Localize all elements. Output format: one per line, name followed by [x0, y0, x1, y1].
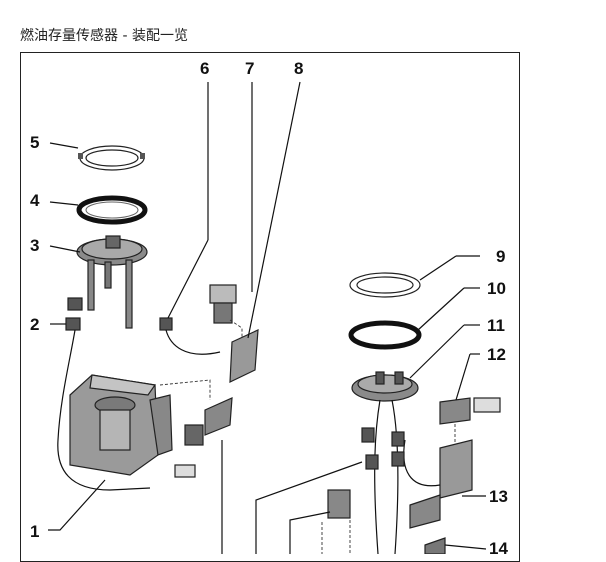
part-13-sensor-plate: [403, 439, 473, 529]
callout-11: 11: [487, 316, 505, 335]
callout-1: 1: [30, 522, 39, 541]
callout-2: 2: [30, 315, 39, 334]
callout-3: 3: [30, 236, 39, 255]
part-12-sensor: [439, 397, 501, 445]
callout-14: 14: [489, 539, 508, 554]
leader-lines: [48, 81, 487, 554]
callout-12: 12: [487, 345, 506, 364]
callout-8: 8: [294, 59, 303, 78]
part-1-sender-unit: [69, 374, 211, 478]
right-connectors: [321, 427, 405, 554]
part-6-connector: [159, 317, 221, 355]
callout-4: 4: [30, 191, 40, 210]
callout-7: 7: [245, 59, 254, 78]
part-8-sensor-plate: [184, 329, 259, 446]
callout-13: 13: [489, 487, 508, 506]
page-title: 燃油存量传感器 - 装配一览: [20, 28, 188, 44]
callout-6: 6: [200, 59, 209, 78]
part-10-seal-ring: [348, 320, 422, 350]
diagram-frame: [20, 52, 520, 562]
part-14-bracket: [424, 537, 446, 554]
part-9-locking-ring: [349, 272, 421, 298]
part-5-locking-ring: [78, 145, 145, 171]
part-2-connectors: [57, 297, 151, 491]
part-7-sensor-cover: [209, 284, 243, 345]
part-3-flange: [76, 235, 148, 329]
part-4-seal-ring: [76, 195, 148, 225]
callout-10: 10: [487, 279, 506, 298]
part-11-flange: [351, 371, 419, 554]
callout-9: 9: [496, 247, 505, 266]
callout-5: 5: [30, 133, 39, 152]
